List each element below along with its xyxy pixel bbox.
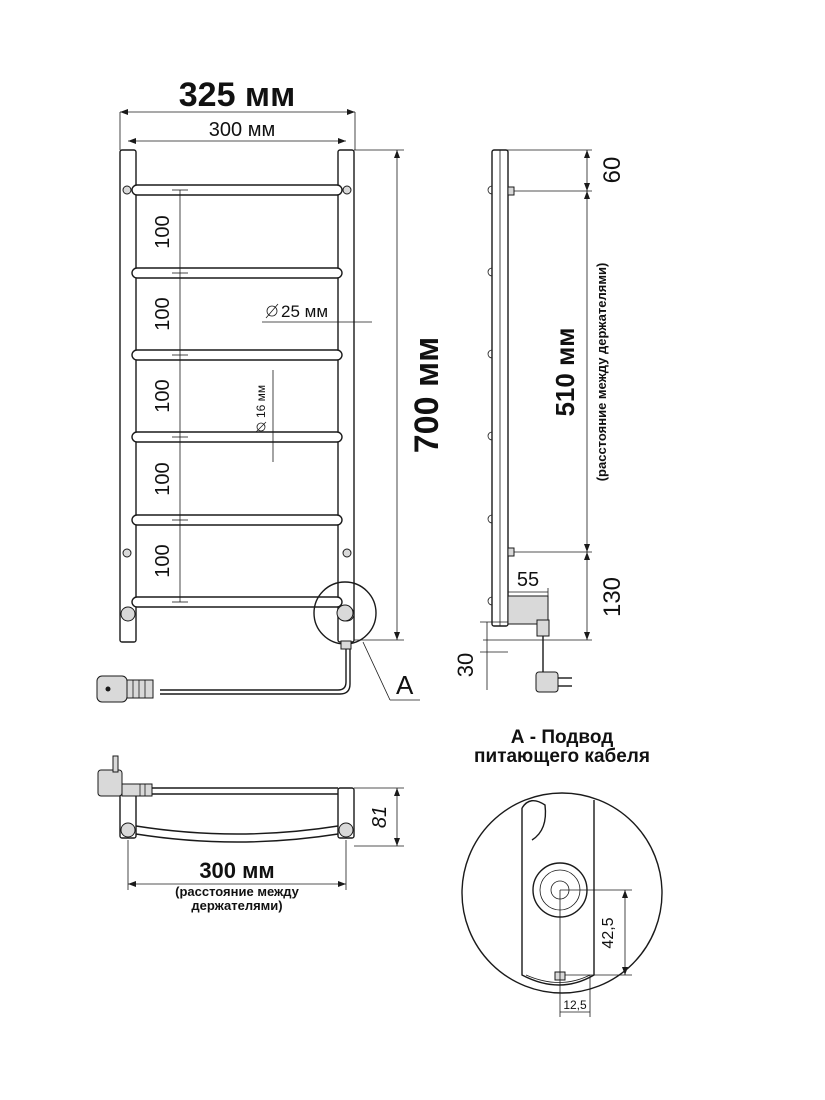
detail-view: А - Подвод питающего кабеля 42,5 12,5 xyxy=(461,727,663,1017)
rung-diameter-label: 16 мм xyxy=(254,385,268,418)
right-tube xyxy=(337,149,355,643)
spacing-label: 100 xyxy=(152,379,174,412)
left-tube xyxy=(119,149,137,643)
rung xyxy=(131,267,343,279)
top-offset-label: 60 xyxy=(599,157,626,184)
inner-width-label: 300 мм xyxy=(209,119,275,141)
spacing-label: 100 xyxy=(152,215,174,248)
plug-icon xyxy=(96,675,128,703)
detail-marker: A xyxy=(396,670,414,700)
depth-label: 81 xyxy=(369,806,391,828)
side-plug-icon xyxy=(535,671,559,693)
holder-icon xyxy=(342,185,352,195)
horizontal-offset-label: 12,5 xyxy=(563,998,587,1012)
holder-icon xyxy=(122,548,132,558)
rung xyxy=(131,349,343,361)
vertical-offset-label: 42,5 xyxy=(600,917,617,948)
holder-icon xyxy=(120,606,136,622)
power-cable xyxy=(160,649,347,691)
top-rail xyxy=(135,833,339,843)
rung xyxy=(131,514,343,526)
overall-width-label: 325 мм xyxy=(179,76,295,114)
spacing-label: 100 xyxy=(152,297,174,330)
detail-circle-large xyxy=(461,792,663,994)
top-view: 81 300 мм (расстояние между держателями) xyxy=(97,755,404,913)
top-plug-icon xyxy=(97,769,123,797)
front-view: 325 мм 300 мм 100 100 100 100 xyxy=(96,76,446,703)
rung xyxy=(131,596,343,608)
holder-distance-note: (расстояние между держателями) xyxy=(594,263,609,482)
detail-subtitle: питающего кабеля xyxy=(474,746,650,767)
cable-offset-label: 55 xyxy=(517,569,539,591)
rung xyxy=(131,184,343,196)
side-view: 60 510 мм (расстояние между держателями)… xyxy=(453,149,626,693)
rung xyxy=(131,431,343,443)
spacing-label: 100 xyxy=(152,462,174,495)
holder-width-note: (расстояние между xyxy=(175,884,299,899)
holder-distance-label: 510 мм xyxy=(550,327,580,416)
floor-offset-label: 30 xyxy=(453,653,478,677)
height-label: 700 мм xyxy=(408,337,446,453)
holder-width-label: 300 мм xyxy=(199,858,274,883)
detail-title: А - Подвод xyxy=(511,727,614,748)
holder-width-note: держателями) xyxy=(191,898,282,913)
bottom-offset-label: 130 xyxy=(599,577,626,617)
holder-icon xyxy=(122,185,132,195)
holder-icon xyxy=(342,548,352,558)
tube-diameter-label: 25 мм xyxy=(281,302,328,321)
spacing-label: 100 xyxy=(152,544,174,577)
